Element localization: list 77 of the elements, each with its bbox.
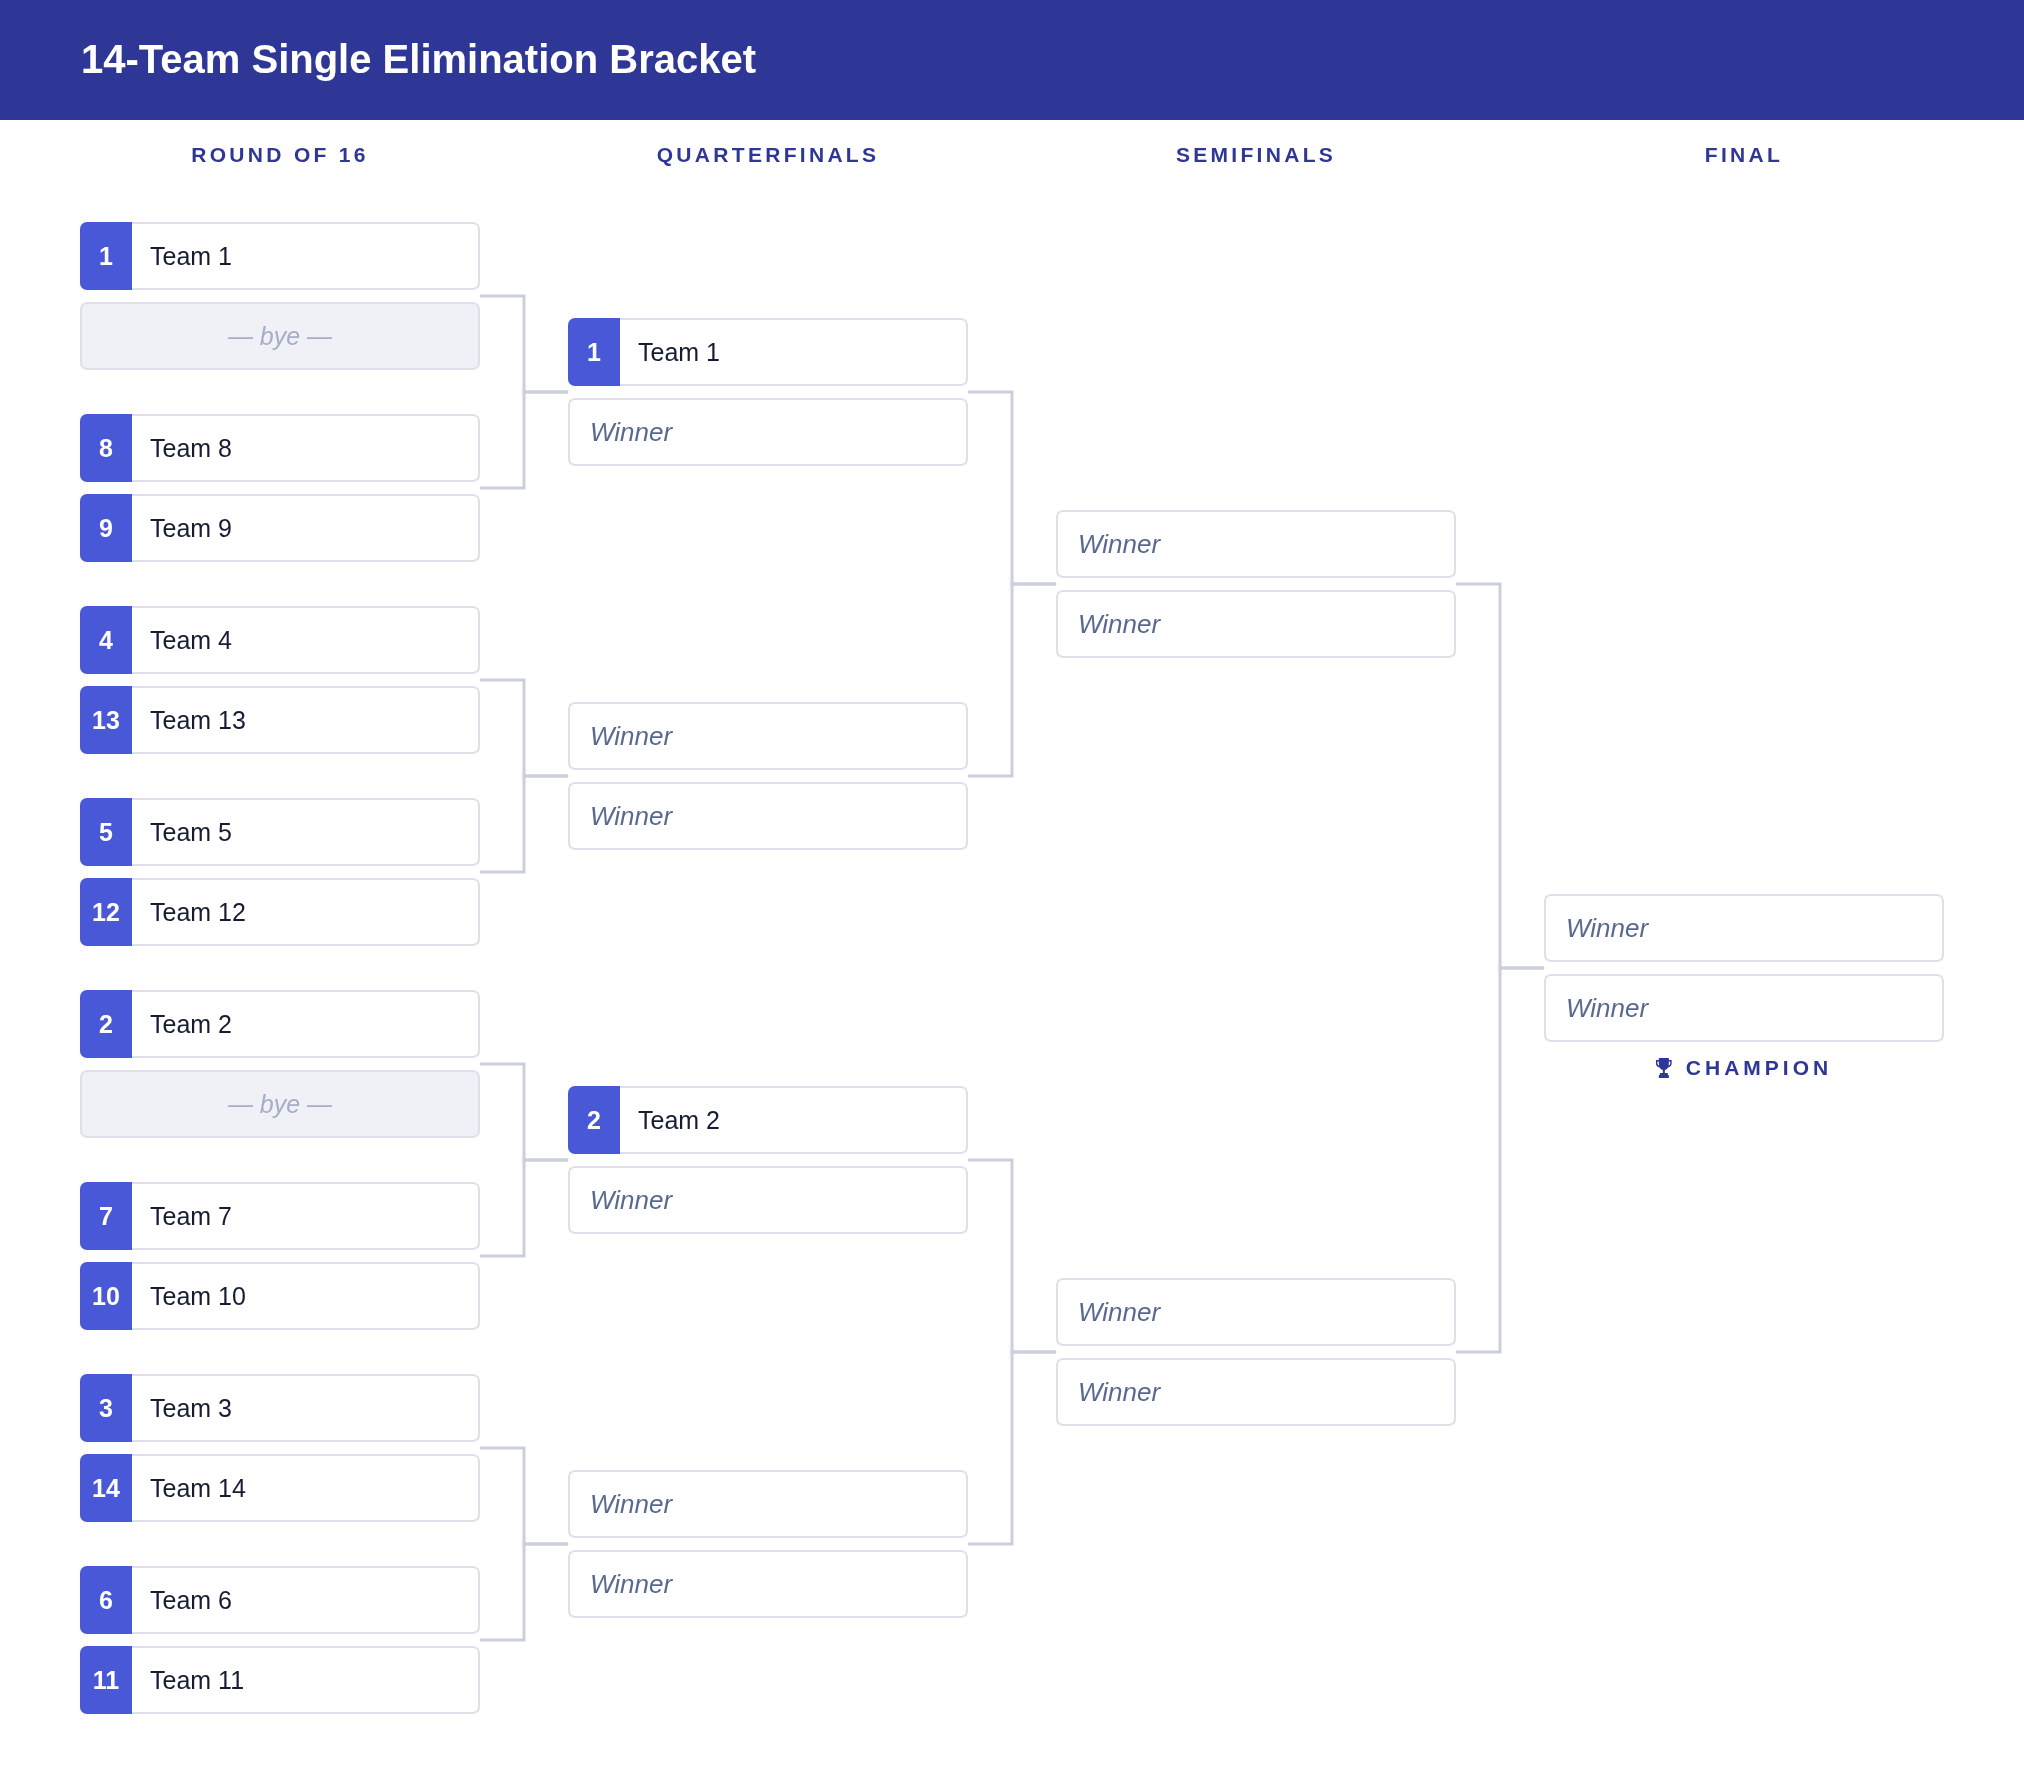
team-slot	[80, 1646, 480, 1714]
round-heading: QUARTERFINALS	[656, 143, 880, 167]
team-name: Team 5	[150, 817, 232, 847]
seed-badge: 6	[80, 1566, 132, 1634]
winner-field: Winner	[568, 1166, 968, 1234]
winner-field: Winner	[568, 1470, 968, 1538]
team-slot	[80, 878, 480, 946]
seed-badge: 1	[568, 318, 620, 386]
seed-badge: 10	[80, 1262, 132, 1330]
team-name: Team 1	[150, 241, 232, 271]
bracket-line	[480, 1158, 568, 1258]
seed-badge: 9	[80, 494, 132, 562]
team-name: Team 14	[150, 1473, 246, 1503]
seed-badge: 5	[80, 798, 132, 866]
seed-badge: 1	[80, 222, 132, 290]
champion-label: CHAMPION	[1685, 1056, 1833, 1080]
winner-field: Winner	[1056, 590, 1456, 658]
team-name: Team 1	[638, 337, 720, 367]
team-slot	[568, 1086, 968, 1154]
team-name: Team 4	[150, 625, 232, 655]
seed-badge: 13	[80, 686, 132, 754]
seed-badge: 11	[80, 1646, 132, 1714]
team-slot	[80, 222, 480, 290]
bracket-line	[480, 774, 568, 874]
team-slot	[80, 1374, 480, 1442]
round-heading: ROUND OF 16	[191, 143, 369, 167]
team-name: Team 11	[150, 1665, 245, 1695]
team-slot	[80, 1566, 480, 1634]
seed-badge: 4	[80, 606, 132, 674]
seed-badge: 14	[80, 1454, 132, 1522]
bye-text: — bye —	[227, 1089, 333, 1119]
bracket-line	[968, 582, 1056, 778]
team-slot	[80, 1454, 480, 1522]
bracket-line	[1456, 966, 1544, 1354]
team-slot	[80, 798, 480, 866]
seed-badge: 2	[80, 990, 132, 1058]
team-slot	[80, 686, 480, 754]
team-name: Team 9	[150, 513, 232, 543]
seed-badge: 8	[80, 414, 132, 482]
team-name: Team 6	[150, 1585, 232, 1615]
team-slot	[80, 414, 480, 482]
bracket-line	[968, 1350, 1056, 1546]
bye-slot	[80, 1070, 480, 1138]
round-heading: SEMIFINALS	[1175, 143, 1337, 167]
seed-badge: 2	[568, 1086, 620, 1154]
page-title: 14-Team Single Elimination Bracket	[81, 36, 757, 83]
seed-badge: 12	[80, 878, 132, 946]
team-name: Team 12	[150, 897, 246, 927]
team-name: Team 2	[150, 1009, 232, 1039]
team-slot	[80, 494, 480, 562]
seed-badge: 7	[80, 1182, 132, 1250]
winner-field: Winner	[1544, 974, 1944, 1042]
winner-field: Winner	[568, 398, 968, 466]
team-name: Team 10	[150, 1281, 246, 1311]
team-slot	[80, 990, 480, 1058]
team-slot	[80, 1262, 480, 1330]
winner-field: Winner	[1056, 1358, 1456, 1426]
team-name: Team 2	[638, 1105, 720, 1135]
bracket-line	[480, 1542, 568, 1642]
bye-text: — bye —	[227, 321, 333, 351]
team-name: Team 8	[150, 433, 232, 463]
winner-field: Winner	[568, 1550, 968, 1618]
winner-field: Winner	[568, 702, 968, 770]
winner-field: Winner	[568, 782, 968, 850]
team-name: Team 7	[150, 1201, 232, 1231]
team-slot	[80, 606, 480, 674]
bracket-line	[480, 390, 568, 490]
team-name: Team 13	[150, 705, 246, 735]
bye-slot	[80, 302, 480, 370]
team-slot	[80, 1182, 480, 1250]
round-heading: FINAL	[1704, 143, 1784, 167]
team-slot	[568, 318, 968, 386]
winner-field: Winner	[1544, 894, 1944, 962]
winner-field: Winner	[1056, 510, 1456, 578]
seed-badge: 3	[80, 1374, 132, 1442]
winner-field: Winner	[1056, 1278, 1456, 1346]
team-name: Team 3	[150, 1393, 232, 1423]
